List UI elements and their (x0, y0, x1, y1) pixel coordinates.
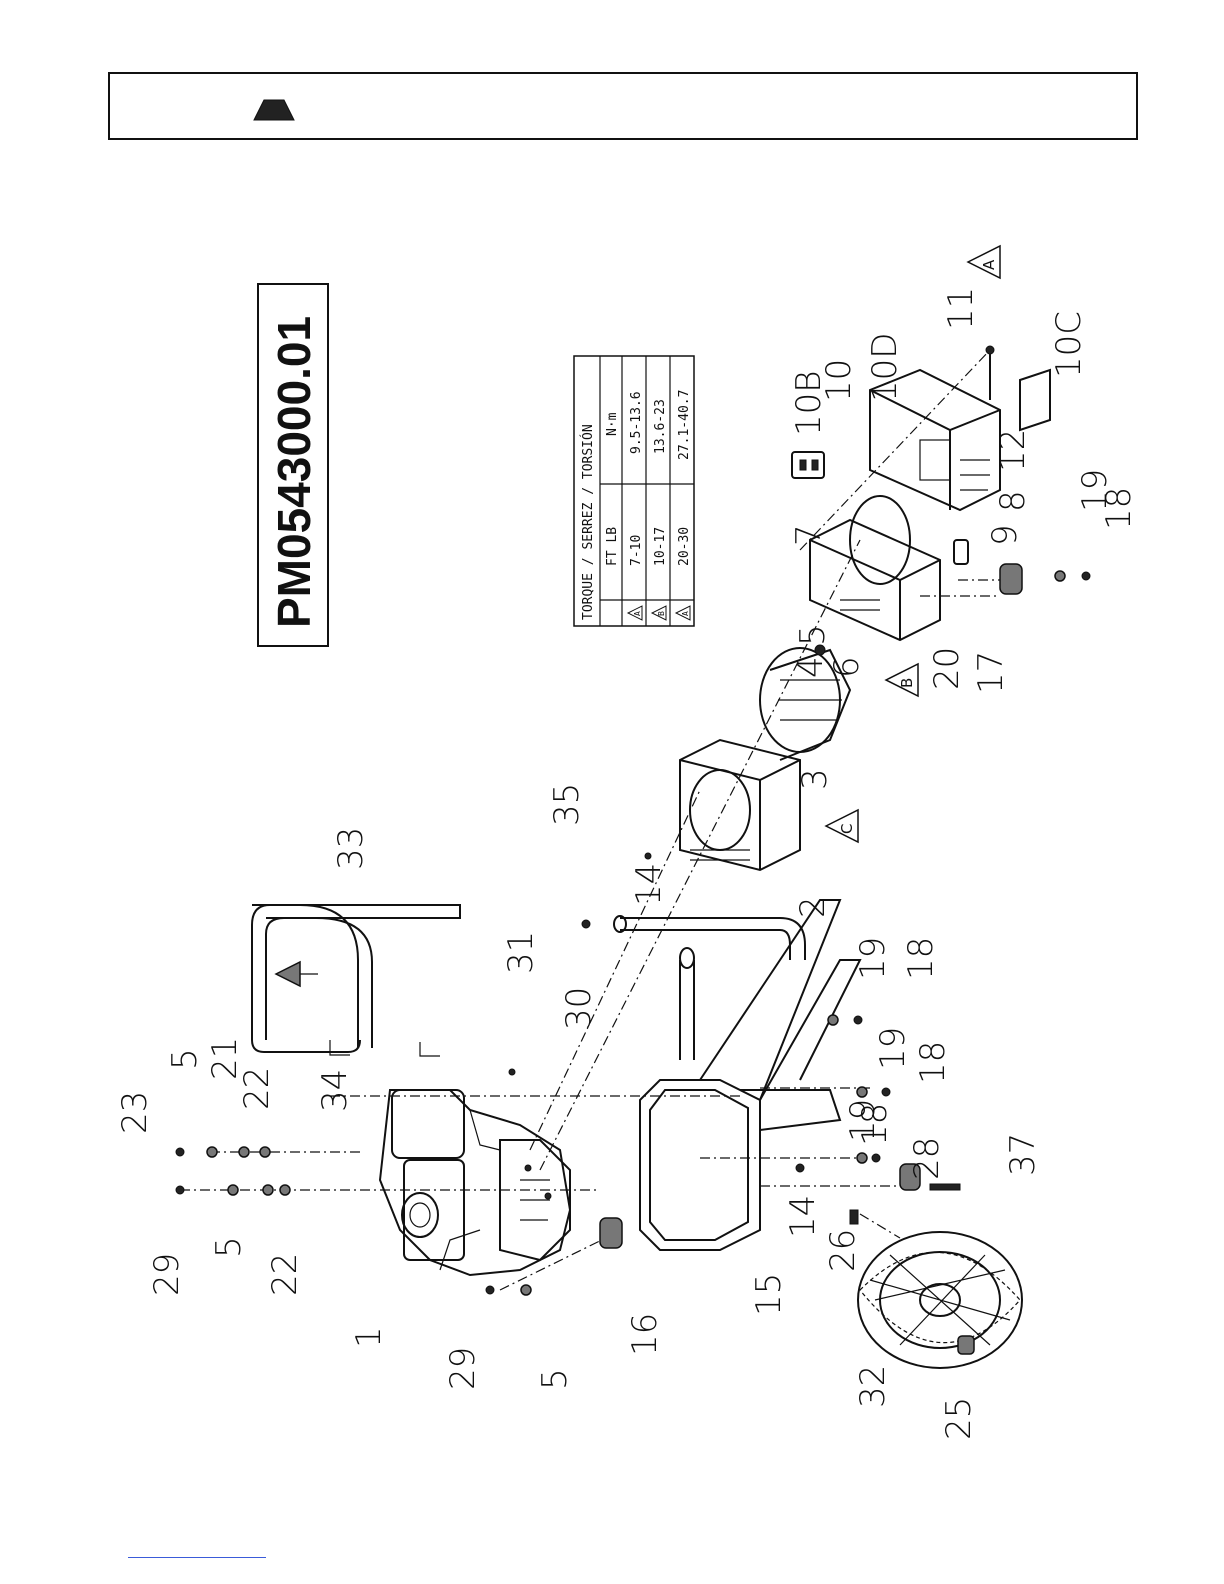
torque-row-2-marker: B (657, 611, 666, 616)
model-number-box: PM0543000.01 (258, 284, 328, 646)
label-7: 7 (789, 524, 829, 546)
label-8: 8 (993, 490, 1033, 512)
svg-text:C: C (838, 824, 856, 834)
torque-marker-c: C (826, 810, 858, 842)
label-10d: 10D (865, 333, 905, 402)
label-5-c: 5 (209, 1236, 249, 1258)
label-15: 15 (749, 1273, 789, 1316)
label-14-b: 14 (783, 1195, 823, 1238)
label-29-b: 29 (443, 1347, 483, 1390)
fasteners (176, 100, 1090, 1295)
label-9: 9 (985, 524, 1025, 546)
label-29-a: 29 (147, 1253, 187, 1296)
stator-housing (810, 496, 940, 640)
label-26: 26 (823, 1229, 863, 1272)
label-25: 25 (939, 1397, 979, 1440)
label-14-a: 14 (629, 863, 669, 906)
model-number: PM0543000.01 (268, 316, 320, 628)
label-32: 32 (853, 1365, 893, 1408)
label-12: 12 (993, 429, 1033, 472)
label-17: 17 (971, 651, 1011, 694)
spacer-20 (954, 540, 968, 564)
torque-table-title: TORQUE / SERREZ / TORSIÓN (580, 424, 596, 620)
label-22-b: 22 (265, 1253, 305, 1296)
label-2: 2 (793, 896, 833, 918)
torque-row-1-ftlb: 7-10 (629, 535, 644, 566)
label-10c (1020, 370, 1050, 430)
label-16: 16 (625, 1313, 665, 1356)
cap-25 (958, 1336, 974, 1354)
bottom-link-underline (128, 1557, 266, 1558)
label-37: 37 (1003, 1133, 1043, 1176)
isolator-16 (600, 1218, 622, 1248)
label-5-d: 5 (535, 1368, 575, 1390)
label-34: 34 (315, 1069, 355, 1112)
label-23: 23 (115, 1091, 155, 1134)
torque-col-nm: N·m (605, 412, 620, 436)
torque-row-2-ftlb: 10-17 (653, 527, 668, 566)
label-1: 1 (349, 1326, 389, 1348)
label-5-a: 5 (793, 624, 833, 646)
label-33: 33 (331, 827, 371, 870)
torque-row-3-marker: A (681, 611, 690, 616)
label-19-a: 19 (853, 937, 893, 980)
label-31: 31 (501, 931, 541, 974)
label-20: 20 (927, 647, 967, 690)
label-28: 28 (907, 1137, 947, 1180)
engine (380, 1090, 570, 1275)
svg-text:A: A (980, 259, 998, 270)
label-19-e: 19 (843, 1099, 883, 1142)
handle-frame (252, 905, 460, 1056)
torque-row-1-marker: A (633, 611, 642, 616)
label-3: 3 (795, 768, 835, 790)
torque-marker-a: A (968, 246, 1000, 278)
label-11: 11 (941, 287, 981, 330)
label-4: 4 (791, 656, 831, 678)
label-19-b: 19 (873, 1027, 913, 1070)
torque-table: TORQUE / SERREZ / TORSIÓN FT LB N·m A 7-… (574, 356, 694, 626)
knob-31 (276, 962, 318, 986)
label-19-d: 19 (1075, 469, 1115, 512)
label-5-b: 5 (165, 1048, 205, 1070)
isolator-17 (1000, 564, 1022, 594)
label-22-a: 22 (237, 1067, 277, 1110)
torque-row-3-ftlb: 20-30 (677, 527, 692, 566)
label-6: 6 (827, 656, 867, 678)
torque-col-ftlb: FT LB (605, 527, 620, 566)
torque-row-1-nm: 9.5-13.6 (629, 391, 644, 454)
wheel (858, 1232, 1022, 1368)
label-10b: 10B (789, 370, 829, 436)
torque-row-3-nm: 27.1-40.7 (677, 390, 692, 460)
svg-text:B: B (898, 678, 916, 688)
label-18-a: 18 (901, 937, 941, 980)
label-30: 30 (559, 987, 599, 1030)
torque-row-2-nm: 13.6-23 (653, 399, 668, 454)
torque-marker-b: B (886, 664, 918, 696)
label-35: 35 (547, 783, 587, 826)
bolt-11 (986, 346, 994, 400)
label-10c: 10C (1049, 311, 1089, 378)
label-18-b: 18 (913, 1041, 953, 1084)
receptacle-10b (792, 452, 824, 478)
